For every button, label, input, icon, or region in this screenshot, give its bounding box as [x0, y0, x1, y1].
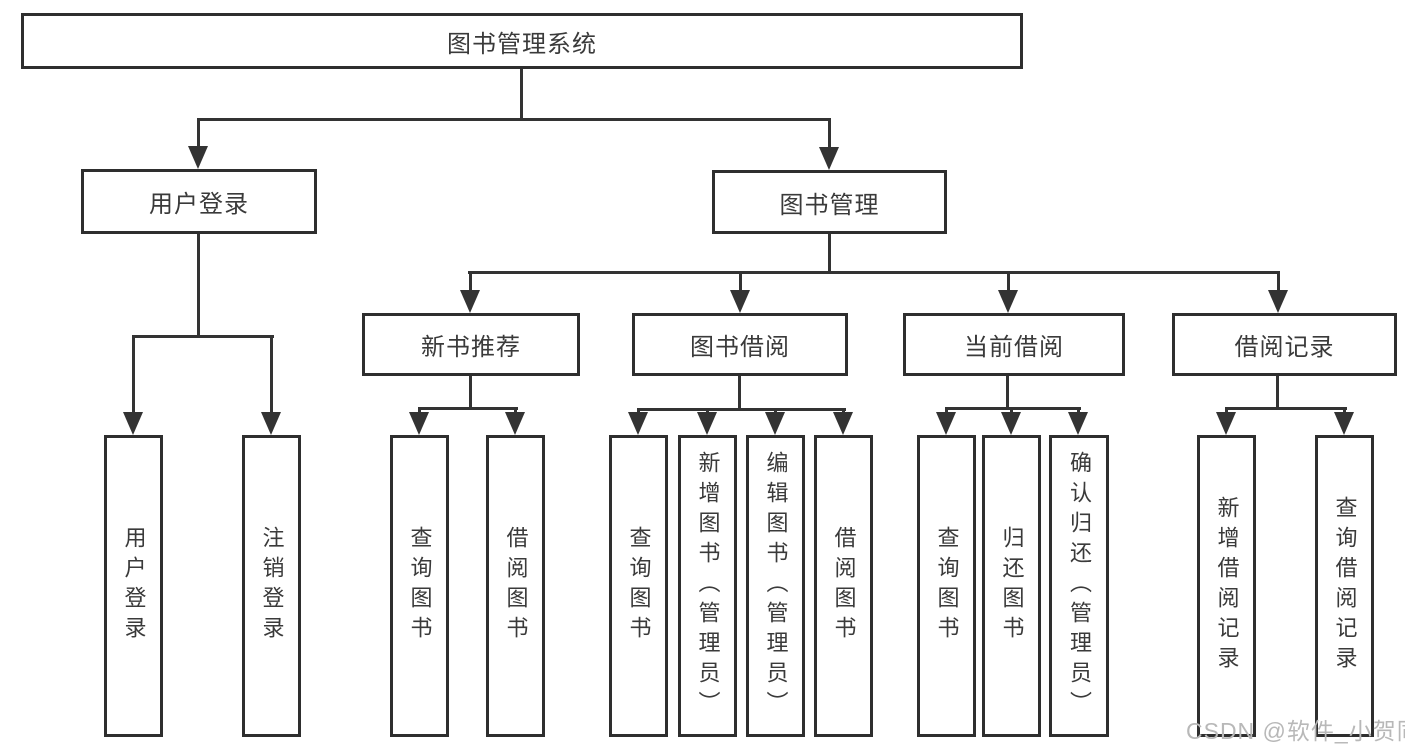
node-borrow-records: 借阅记录	[1172, 313, 1397, 376]
leaf-query-books-borrow: 查询图书	[609, 435, 668, 737]
node-label: 借阅图书	[831, 526, 857, 646]
arrowhead-icon	[409, 412, 429, 435]
connector-vline	[469, 271, 472, 290]
csdn-watermark: CSDN @软件_小贺同学	[1186, 718, 1405, 744]
connector-vline	[842, 408, 845, 413]
connector-hline	[468, 271, 1280, 274]
leaf-user-login: 用户登录	[104, 435, 163, 737]
leaf-return-books: 归还图书	[982, 435, 1041, 737]
leaf-logout: 注销登录	[242, 435, 301, 737]
leaf-borrow-books: 借阅图书	[814, 435, 873, 737]
node-book-management: 图书管理	[712, 170, 947, 234]
leaf-query-books-recommend: 查询图书	[390, 435, 449, 737]
arrowhead-icon	[697, 412, 717, 435]
node-label: 确认归还（管理员）	[1067, 451, 1092, 721]
node-label: 查询图书	[407, 526, 433, 646]
arrowhead-icon	[833, 412, 853, 435]
node-label: 新增借阅记录	[1214, 496, 1240, 676]
node-label: 查询图书	[626, 526, 652, 646]
leaf-edit-books-admin: 编辑图书（管理员）	[746, 435, 805, 737]
connector-vline	[1006, 376, 1009, 409]
connector-vline	[637, 408, 640, 413]
leaf-add-borrow-record: 新增借阅记录	[1197, 435, 1256, 737]
connector-vline	[1225, 407, 1228, 413]
connector-vline	[828, 118, 831, 147]
connector-vline	[132, 335, 135, 412]
connector-vline	[197, 234, 200, 337]
connector-vline	[1276, 376, 1279, 409]
arrowhead-icon	[261, 412, 281, 435]
node-label: 新书推荐	[421, 334, 521, 361]
connector-vline	[469, 376, 472, 409]
arrowhead-icon	[460, 290, 480, 313]
arrowhead-icon	[505, 412, 525, 435]
leaf-confirm-return-admin: 确认归还（管理员）	[1049, 435, 1109, 737]
node-label: 当前借阅	[964, 334, 1064, 361]
node-new-book-recommend: 新书推荐	[362, 313, 580, 376]
connector-vline	[774, 408, 777, 413]
arrowhead-icon	[123, 412, 143, 435]
node-book-borrow: 图书借阅	[632, 313, 848, 376]
connector-vline	[1010, 407, 1013, 413]
arrowhead-icon	[188, 146, 208, 169]
arrowhead-icon	[819, 147, 839, 170]
node-label: 用户登录	[149, 191, 249, 218]
connector-vline	[945, 407, 948, 413]
node-current-borrow: 当前借阅	[903, 313, 1125, 376]
connector-hline	[132, 335, 274, 338]
connector-vline	[706, 408, 709, 413]
leaf-query-books-current: 查询图书	[917, 435, 976, 737]
connector-vline	[418, 407, 421, 413]
connector-vline	[520, 69, 523, 118]
arrowhead-icon	[1068, 412, 1088, 435]
connector-hline	[945, 407, 1081, 410]
connector-vline	[270, 335, 273, 412]
node-label: 用户登录	[121, 526, 147, 646]
connector-vline	[197, 118, 200, 146]
node-label: 编辑图书（管理员）	[763, 451, 789, 721]
connector-hline	[637, 408, 846, 411]
node-library-system: 图书管理系统	[21, 13, 1023, 69]
node-label: 查询借阅记录	[1332, 496, 1358, 676]
node-label: 图书管理	[779, 191, 880, 219]
node-label: 注销登录	[259, 526, 285, 646]
connector-vline	[828, 234, 831, 274]
connector-hline	[197, 118, 831, 121]
arrowhead-icon	[628, 412, 648, 435]
leaf-query-borrow-record: 查询借阅记录	[1315, 435, 1374, 737]
connector-hline	[1225, 407, 1347, 410]
arrowhead-icon	[936, 412, 956, 435]
node-label: 借阅图书	[503, 526, 529, 646]
node-user-login: 用户登录	[81, 169, 317, 234]
arrowhead-icon	[1001, 412, 1021, 435]
node-label: 借阅记录	[1234, 334, 1335, 361]
node-label: 图书管理系统	[447, 30, 597, 58]
node-label: 归还图书	[999, 526, 1025, 646]
leaf-borrow-books-recommend: 借阅图书	[486, 435, 545, 737]
arrowhead-icon	[1216, 412, 1236, 435]
node-label: 图书借阅	[690, 334, 790, 361]
arrowhead-icon	[998, 290, 1018, 313]
node-label: 新增图书（管理员）	[695, 451, 721, 721]
connector-vline	[739, 271, 742, 290]
connector-hline	[418, 407, 518, 410]
arrowhead-icon	[730, 290, 750, 313]
node-label: 查询图书	[934, 526, 960, 646]
arrowhead-icon	[765, 412, 785, 435]
arrowhead-icon	[1268, 290, 1288, 313]
connector-vline	[1007, 271, 1010, 290]
connector-vline	[1343, 407, 1346, 413]
connector-vline	[1077, 407, 1080, 413]
connector-vline	[738, 376, 741, 410]
arrowhead-icon	[1334, 412, 1354, 435]
leaf-add-books-admin: 新增图书（管理员）	[678, 435, 737, 737]
connector-vline	[1277, 271, 1280, 290]
connector-vline	[514, 407, 517, 413]
